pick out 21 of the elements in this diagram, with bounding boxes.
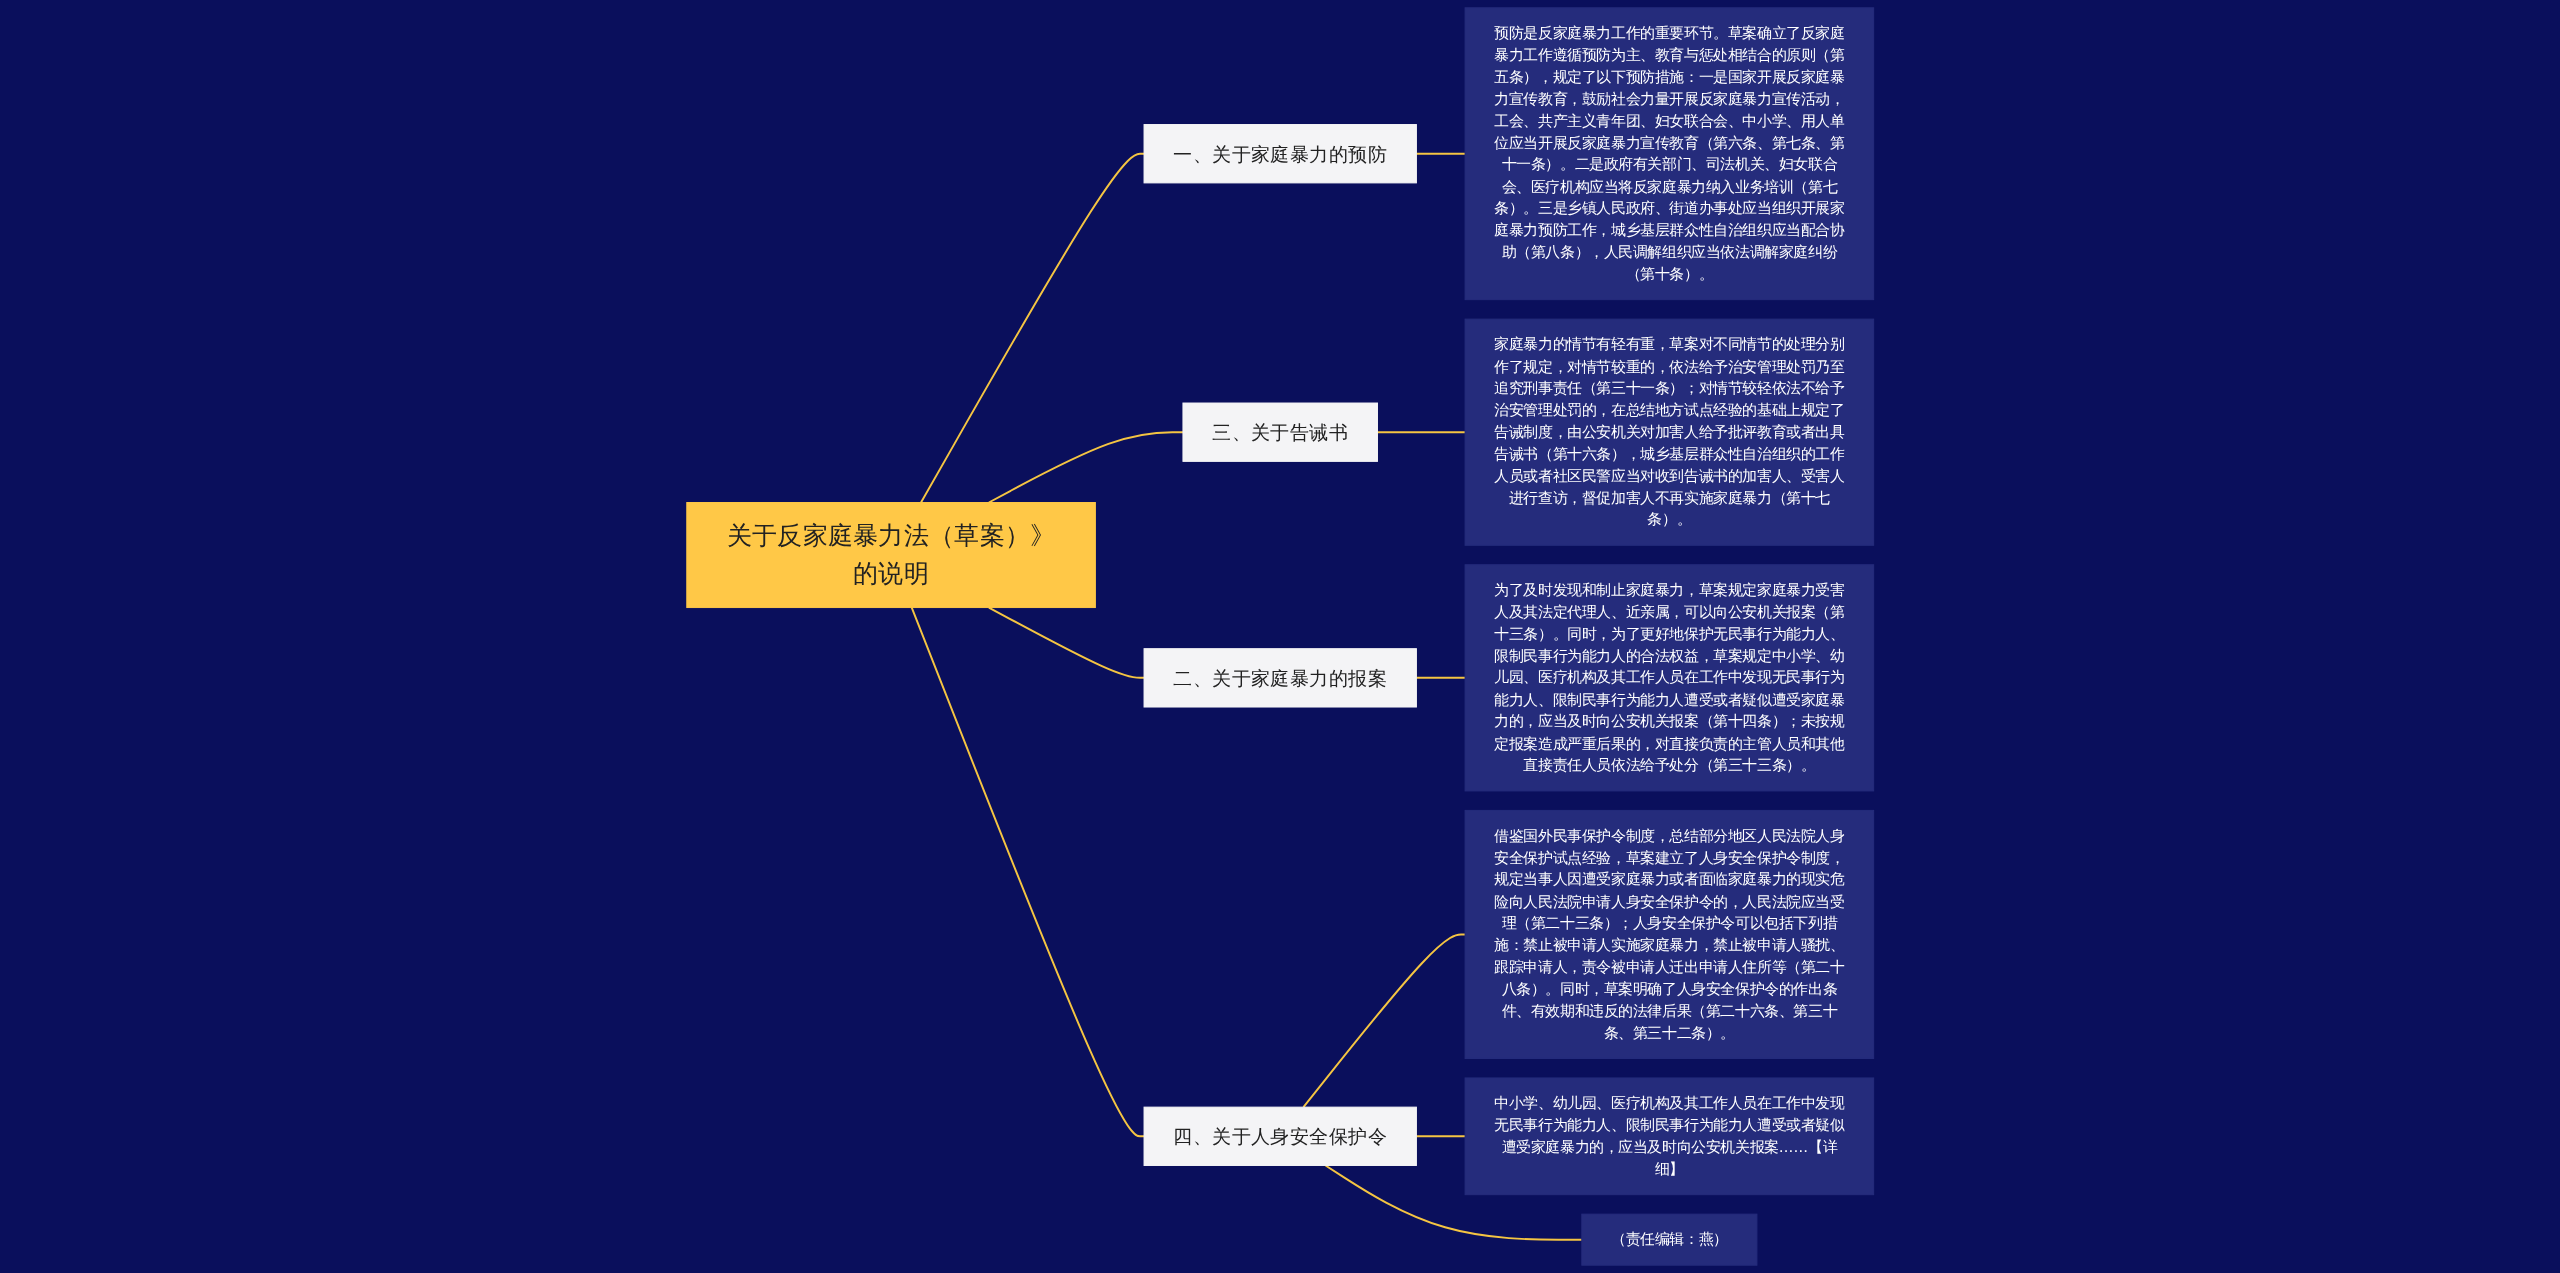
connector xyxy=(1415,676,1466,679)
connector xyxy=(987,606,1145,679)
connector xyxy=(1302,933,1466,1109)
connector xyxy=(1415,152,1466,155)
node-box: 借鉴国外民事保护令制度，总结部分地区人民法院人身安全保护试点经验，草案建立了人身安全保护令制度，规定当事人因遭受家庭暴力或者面临家庭暴力的现实危险向人民法院申请人身安全保护令的，人民法院应当受理（第二十三条）；人身安全保护令可以包括下列措施：禁止被申请人实施家庭暴力，禁止被申请人骚扰、跟踪申请人，责令被申请人迁出申请人住所等（第二十八条）。同时，草案明确了人身安全保护令的作出条件、有效期和违反的法律后果（第二十六条、第三十条、第三十二条）。 xyxy=(1464,809,1874,1059)
connector xyxy=(1324,1164,1583,1241)
node-box: 中小学、幼儿园、医疗机构及其工作人员在工作中发现无民事行为能力人、限制民事行为能力人遭受或者疑似遭受家庭暴力的，应当及时向公安机关报案……【详细】 xyxy=(1464,1077,1874,1196)
connector xyxy=(919,152,1145,504)
node-box: 关于反家庭暴力法（草案）》的说明 xyxy=(686,502,1096,609)
connector xyxy=(1376,431,1466,434)
node-box: 一、关于家庭暴力的预防 xyxy=(1143,124,1417,184)
connector xyxy=(910,606,1145,1138)
node-box: 为了及时发现和制止家庭暴力，草案规定家庭暴力受害人及其法定代理人、近亲属，可以向公安机关报案（第十三条）。同时，为了更好地保护无民事行为能力人、限制民事行为能力人的合法权益，草案规定中小学、幼儿园、医疗机构及其工作人员在工作中发现无民事行为能力人、限制民事行为能力人遭受或者疑似遭受家庭暴力的，应当及时向公安机关报案（第十四条）；未按规定报案造成严重后果的，对直接负责的主管人员和其他直接责任人员依法给予处分（第三十三条）。 xyxy=(1464,564,1874,792)
node-box: 二、关于家庭暴力的报案 xyxy=(1143,648,1417,708)
connector xyxy=(1415,1135,1466,1138)
node-box: （责任编辑：燕） xyxy=(1581,1213,1758,1266)
node-box: 四、关于人身安全保护令 xyxy=(1143,1106,1417,1166)
node-box: 预防是反家庭暴力工作的重要环节。草案确立了反家庭暴力工作遵循预防为主、教育与惩处相结合的原则（第五条），规定了以下预防措施：一是国家开展反家庭暴力宣传教育，鼓励社会力量开展反家庭暴力宣传活动，工会、共产主义青年团、妇女联合会、中小学、用人单位应当开展反家庭暴力宣传教育（第六条、第七条、第十一条）。二是政府有关部门、司法机关、妇女联合会、医疗机构应当将反家庭暴力纳入业务培训（第七条）。三是乡镇人民政府、街道办事处应当组织开展家庭暴力预防工作，城乡基层群众性自治组织应当配合协助（第八条），人民调解组织应当依法调解家庭纠纷（第十条）。 xyxy=(1464,7,1874,301)
node-box: 三、关于告诫书 xyxy=(1182,402,1378,462)
connector xyxy=(987,431,1184,504)
node-box: 家庭暴力的情节有轻有重，草案对不同情节的处理分别作了规定，对情节较重的，依法给予治安管理处罚乃至追究刑事责任（第三十一条）；对情节较轻依法不给予治安管理处罚的，在总结地方试点经验的基础上规定了告诫制度，由公安机关对加害人给予批评教育或者出具告诫书（第十六条），城乡基层群众性自治组织的工作人员或者社区民警应当对收到告诫书的加害人、受害人进行查访，督促加害人不再实施家庭暴力（第十七条）。 xyxy=(1464,318,1874,546)
